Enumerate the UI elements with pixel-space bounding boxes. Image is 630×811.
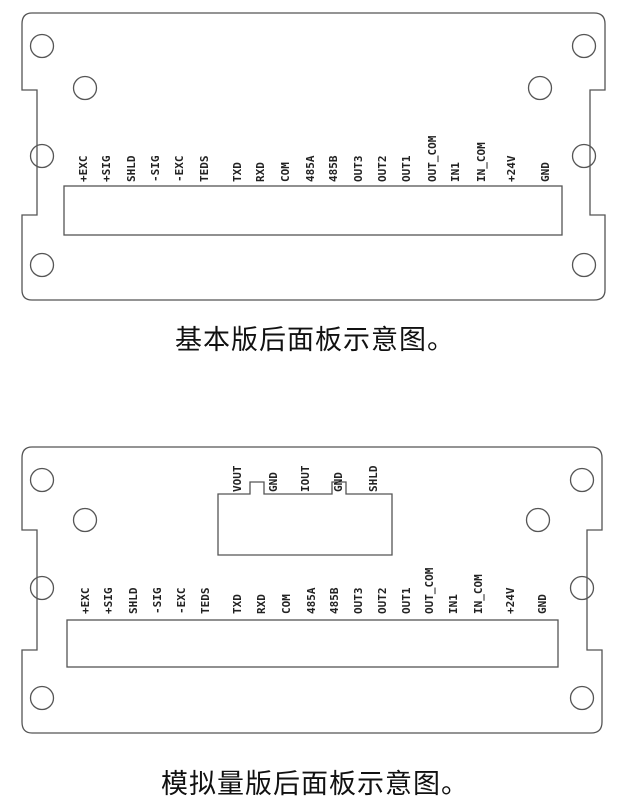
mounting-hole	[29, 33, 55, 59]
terminal-label: TXD	[231, 594, 244, 614]
terminal-label: -EXC	[175, 588, 188, 615]
terminal-label: 485A	[305, 587, 318, 614]
mounting-hole	[569, 575, 595, 601]
terminal-label: GND	[267, 472, 280, 492]
mounting-hole	[29, 467, 55, 493]
terminal-label: COM	[280, 594, 293, 614]
mounting-hole	[29, 252, 55, 278]
basic-panel-outline	[21, 12, 606, 301]
terminal-label: TEDS	[198, 156, 211, 183]
mounting-hole	[569, 685, 595, 711]
terminal-label: OUT2	[376, 156, 389, 183]
analog-output-labels: VOUT GND IOUT GND SHLD	[231, 465, 380, 492]
mounting-hole	[571, 33, 597, 59]
terminal-label: OUT1	[400, 155, 413, 182]
mounting-hole	[527, 75, 553, 101]
terminal-label: 485A	[304, 155, 317, 182]
terminal-label: +24V	[504, 587, 517, 614]
terminal-label: -EXC	[173, 156, 186, 183]
terminal-label: -SIG	[149, 155, 162, 182]
terminal-label: RXD	[254, 162, 267, 182]
terminal-label: COM	[279, 162, 292, 182]
terminal-label: OUT3	[352, 588, 365, 615]
mounting-hole	[72, 75, 98, 101]
basic-terminal-labels: +EXC +SIG SHLD -SIG -EXC TEDS TXD RXD COM 485A 485…	[77, 135, 552, 182]
mounting-hole	[29, 143, 55, 169]
terminal-label: +SIG	[102, 587, 115, 614]
terminal-label: IOUT	[299, 465, 312, 492]
mounting-hole	[571, 252, 597, 278]
terminal-label: +24V	[505, 155, 518, 182]
terminal-label: +SIG	[100, 155, 113, 182]
terminal-label: -SIG	[151, 587, 164, 614]
terminal-label: SHLD	[125, 155, 138, 182]
analog-terminal-labels: +EXC +SIG SHLD -SIG -EXC TEDS TXD RXD COM 485A 485…	[79, 567, 549, 614]
analog-panel-outline	[21, 446, 603, 734]
terminal-label: IN_COM	[472, 574, 485, 614]
terminal-label: OUT1	[400, 587, 413, 614]
terminal-label: +EXC	[79, 588, 92, 615]
terminal-label: +EXC	[77, 156, 90, 183]
terminal-block	[66, 619, 559, 668]
terminal-label: TXD	[231, 162, 244, 182]
mounting-hole	[72, 507, 98, 533]
analog-terminal-block	[217, 481, 393, 556]
terminal-label: IN1	[447, 594, 460, 614]
basic-panel	[21, 12, 606, 301]
terminal-block	[63, 185, 563, 236]
terminal-label: OUT_COM	[423, 567, 436, 614]
analog-panel	[21, 446, 603, 734]
terminal-label: GND	[539, 162, 552, 182]
analog-panel-caption: 模拟量版后面板示意图。	[161, 769, 469, 800]
mounting-hole	[29, 575, 55, 601]
terminal-label: IN1	[449, 162, 462, 182]
terminal-label: 485B	[328, 587, 341, 614]
terminal-label: OUT3	[352, 156, 365, 183]
mounting-hole	[569, 467, 595, 493]
mounting-hole	[571, 143, 597, 169]
terminal-label: GND	[536, 594, 549, 614]
basic-panel-caption: 基本版后面板示意图。	[175, 325, 455, 356]
terminal-label: GND	[332, 472, 345, 492]
terminal-label: IN_COM	[475, 142, 488, 182]
terminal-label: OUT_COM	[426, 135, 439, 182]
mounting-hole	[525, 507, 551, 533]
terminal-label: RXD	[255, 594, 268, 614]
terminal-label: VOUT	[231, 465, 244, 492]
mounting-hole	[29, 685, 55, 711]
terminal-label: OUT2	[376, 588, 389, 615]
terminal-label: 485B	[327, 155, 340, 182]
terminal-label: TEDS	[199, 588, 212, 615]
terminal-label: SHLD	[127, 587, 140, 614]
terminal-label: SHLD	[367, 465, 380, 492]
